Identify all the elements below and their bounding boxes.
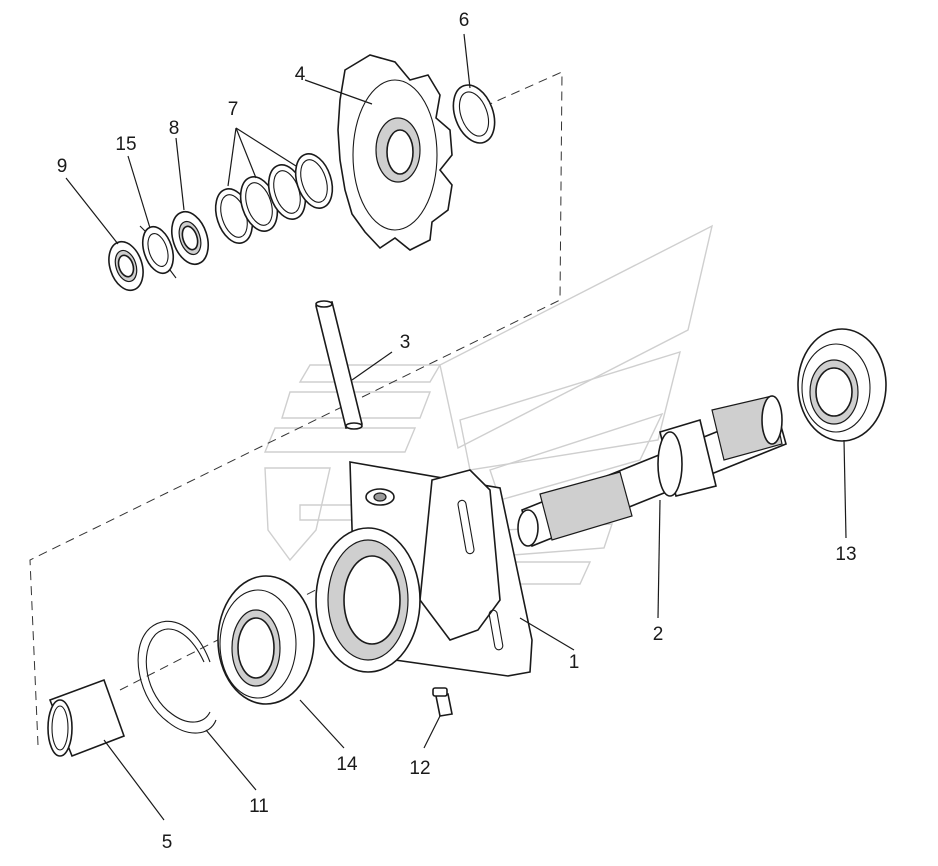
callout-8: 8 [169,118,180,139]
callout-12: 12 [409,758,430,779]
watermark [263,224,714,585]
circlip [137,620,217,734]
callout-6: 6 [459,10,470,31]
washer-8 [171,210,209,266]
lock-washer [139,225,177,279]
callout-1: 1 [569,652,580,673]
bearing-housing [315,461,533,677]
leader-lines [65,33,847,821]
sprocket [337,54,453,251]
callout-7: 7 [228,99,239,120]
callout-9: 9 [57,156,68,177]
callout-5: 5 [162,832,173,853]
callout-15: 15 [115,134,136,155]
bearing-14 [217,575,315,705]
spacer-rings [214,153,334,244]
splined-shaft [517,395,787,548]
callout-14: 14 [336,754,358,775]
callout-13: 13 [835,544,856,565]
grease-fitting [432,687,453,717]
pin [315,300,363,430]
washer-6 [452,84,496,144]
callout-11: 11 [249,796,269,817]
callout-2: 2 [653,624,664,645]
nut [108,240,144,292]
callout-4: 4 [295,64,306,85]
callout-3: 3 [400,332,411,353]
callouts: 1 2 3 4 5 6 7 8 9 11 12 13 14 15 [57,10,857,853]
sleeve [47,678,126,758]
bearing-13 [797,328,887,442]
